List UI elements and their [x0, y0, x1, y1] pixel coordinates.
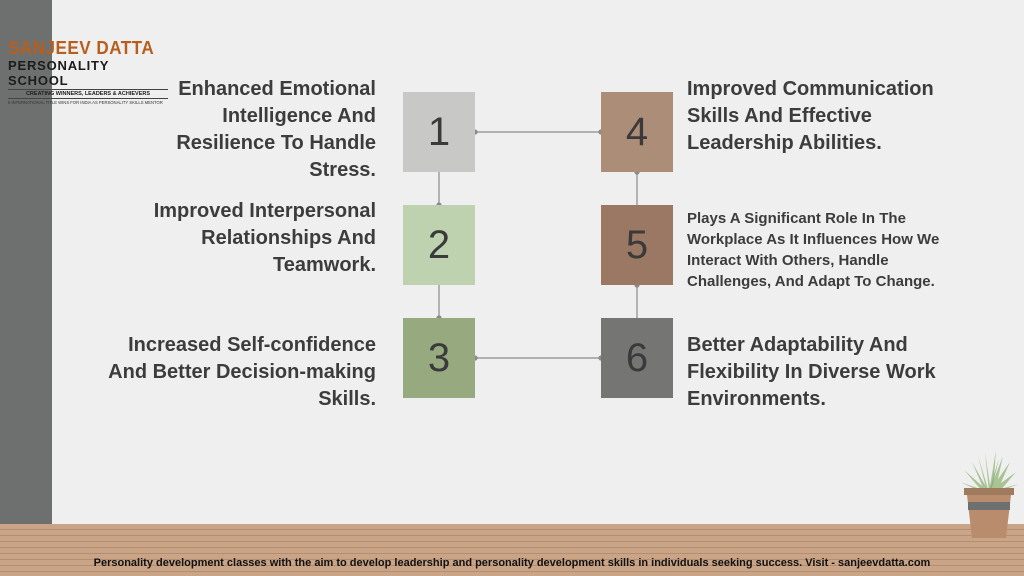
step-text-1: Enhanced Emotional Intelligence And Resi… [176, 78, 376, 181]
step-box-1: 1 [403, 92, 475, 172]
wooden-floor [0, 524, 1024, 576]
step-text-3: Increased Self-confidence And Better Dec… [108, 334, 376, 410]
step-box-5: 5 [601, 205, 673, 285]
brand-logo: SANJEEV DATTA PERSONALITY SCHOOL CREATIN… [8, 38, 168, 106]
step-box-3: 3 [403, 318, 475, 398]
step-text-2: Improved Interpersonal Relationships And… [153, 200, 376, 276]
step-box-2: 2 [403, 205, 475, 285]
logo-subline: 9 INTERNATIONAL TITLE WINS FOR INDIA AS … [8, 100, 163, 105]
logo-school: PERSONALITY SCHOOL [8, 58, 110, 88]
step-box-4: 4 [601, 92, 673, 172]
step-text-6: Better Adaptability And Flexibility In D… [687, 334, 936, 410]
step-text-5: Plays A Significant Role In The Workplac… [687, 210, 940, 290]
potted-plant-icon [960, 450, 1019, 538]
footer-text: Personality development classes with the… [93, 557, 931, 569]
logo-name: SANJEEV DATTA [8, 38, 155, 58]
step-text-4: Improved Communication Skills And Effect… [687, 78, 934, 154]
left-wall-bar [0, 0, 52, 524]
step-box-6: 6 [601, 318, 673, 398]
logo-tagline: CREATING WINNERS, LEADERS & ACHIEVERS [8, 89, 168, 99]
